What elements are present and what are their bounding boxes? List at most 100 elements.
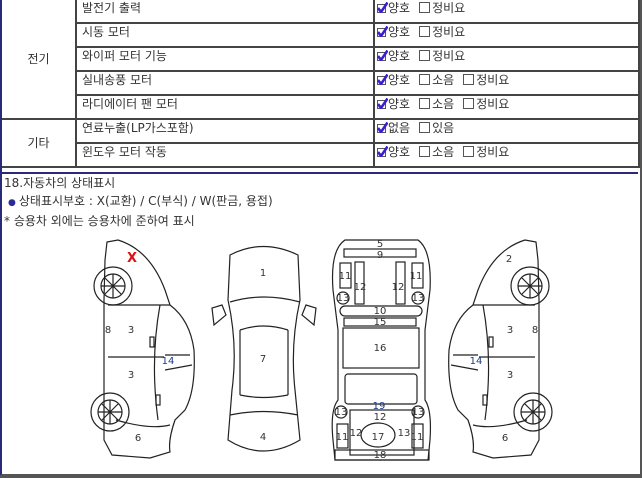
option-label: 정비요 xyxy=(432,25,466,39)
part-number-label: 15 xyxy=(374,317,387,328)
option-0[interactable]: 양호 xyxy=(377,97,413,111)
note-text: * 승용차 외에는 승용차에 준하여 표시 xyxy=(4,214,195,228)
part-number-label: 18 xyxy=(374,450,387,461)
checkbox-icon[interactable] xyxy=(419,146,431,157)
part-number-label: 11 xyxy=(410,271,423,282)
part-number-label: 13 xyxy=(335,407,348,418)
option-label: 양호 xyxy=(388,97,411,111)
car-right-side-view xyxy=(448,239,553,459)
option-0[interactable]: 양호 xyxy=(377,25,413,39)
option-1[interactable]: 소음 xyxy=(413,97,457,111)
part-number-label: 12 xyxy=(354,282,367,293)
checkbox-icon[interactable] xyxy=(419,50,431,61)
option-label: 없음 xyxy=(388,121,411,135)
option-label: 양호 xyxy=(388,1,411,15)
checkbox-icon[interactable] xyxy=(419,74,431,85)
part-number-label: 5 xyxy=(377,239,383,250)
option-0[interactable]: 양호 xyxy=(377,73,413,87)
item-label: 윈도우 모터 작동 xyxy=(76,143,375,168)
option-label: 양호 xyxy=(388,49,411,63)
vehicle-status-section: 18.자동차의 상태표시 ●상태표시부호 : X(교환) / C(부식) / W… xyxy=(2,172,638,476)
option-1[interactable]: 정비요 xyxy=(413,49,468,63)
option-0[interactable]: 양호 xyxy=(377,49,413,63)
option-label: 정비요 xyxy=(476,97,510,111)
option-label: 양호 xyxy=(388,145,411,159)
option-1[interactable]: 소음 xyxy=(413,145,457,159)
checked-checkbox-icon[interactable] xyxy=(377,122,388,133)
option-1[interactable]: 있음 xyxy=(413,121,457,135)
option-label: 양호 xyxy=(388,73,411,87)
checkbox-icon[interactable] xyxy=(463,98,475,109)
item-label: 연료누출(LP가스포함) xyxy=(76,119,375,144)
part-number-label: 13 xyxy=(398,428,411,439)
option-label: 있음 xyxy=(432,121,455,135)
option-0[interactable]: 양호 xyxy=(377,145,413,159)
part-number-label: 1 xyxy=(260,268,266,279)
part-number-label: 13 xyxy=(412,407,425,418)
checked-checkbox-icon[interactable] xyxy=(377,2,388,13)
item-label: 시동 모터 xyxy=(76,23,375,48)
category-cell: 전기 xyxy=(2,0,77,120)
checkbox-icon[interactable] xyxy=(419,26,431,37)
status-options: 양호 정비요 xyxy=(374,23,640,48)
checked-checkbox-icon[interactable] xyxy=(377,146,388,157)
checkbox-icon[interactable] xyxy=(463,146,475,157)
checkbox-icon[interactable] xyxy=(419,98,431,109)
option-1[interactable]: 정비요 xyxy=(413,25,468,39)
item-label: 발전기 출력 xyxy=(76,0,375,24)
car-top-view xyxy=(211,246,317,452)
section-title: 18.자동차의 상태표시 xyxy=(4,176,116,190)
part-number-label: 13 xyxy=(337,293,350,304)
checked-checkbox-icon[interactable] xyxy=(377,98,388,109)
part-number-label: 3 xyxy=(507,325,513,336)
part-number-label: 8 xyxy=(105,325,111,336)
option-label: 소음 xyxy=(432,73,455,87)
part-number-label: 12 xyxy=(374,412,387,423)
option-2[interactable]: 정비요 xyxy=(457,73,512,87)
category-cell: 기타 xyxy=(2,119,77,168)
part-number-label: 16 xyxy=(374,343,387,354)
part-number-label: 3 xyxy=(128,325,134,336)
checked-checkbox-icon[interactable] xyxy=(377,74,388,85)
option-label: 정비요 xyxy=(432,1,466,15)
status-options: 양호 정비요 xyxy=(374,47,640,72)
part-number-label: 8 xyxy=(532,325,538,336)
option-1[interactable]: 소음 xyxy=(413,73,457,87)
part-number-label: 17 xyxy=(372,432,385,443)
part-number-label: 6 xyxy=(502,433,508,444)
part-number-label: 11 xyxy=(411,432,424,443)
part-number-label: 12 xyxy=(350,428,363,439)
option-label: 소음 xyxy=(432,145,455,159)
option-label: 정비요 xyxy=(432,49,466,63)
checkbox-icon[interactable] xyxy=(419,122,431,133)
part-number-label: 9 xyxy=(377,250,383,261)
option-0[interactable]: 양호 xyxy=(377,1,413,15)
part-number-label: 12 xyxy=(392,282,405,293)
part-number-label: 14 xyxy=(162,356,175,367)
option-0[interactable]: 없음 xyxy=(377,121,413,135)
checked-checkbox-icon[interactable] xyxy=(377,26,388,37)
option-label: 정비요 xyxy=(476,73,510,87)
checkbox-icon[interactable] xyxy=(419,2,431,13)
part-number-label: 3 xyxy=(507,370,513,381)
option-2[interactable]: 정비요 xyxy=(457,145,512,159)
part-number-label: 10 xyxy=(374,306,387,317)
car-left-side-view xyxy=(90,239,195,459)
part-number-label: 3 xyxy=(128,370,134,381)
option-label: 양호 xyxy=(388,25,411,39)
checkbox-icon[interactable] xyxy=(463,74,475,85)
status-options: 없음 있음 xyxy=(374,119,640,144)
car-underbody-view xyxy=(331,239,432,461)
checked-checkbox-icon[interactable] xyxy=(377,50,388,61)
option-2[interactable]: 정비요 xyxy=(457,97,512,111)
replacement-mark: X xyxy=(127,251,137,266)
part-number-label: 4 xyxy=(260,432,266,443)
option-1[interactable]: 정비요 xyxy=(413,1,468,15)
